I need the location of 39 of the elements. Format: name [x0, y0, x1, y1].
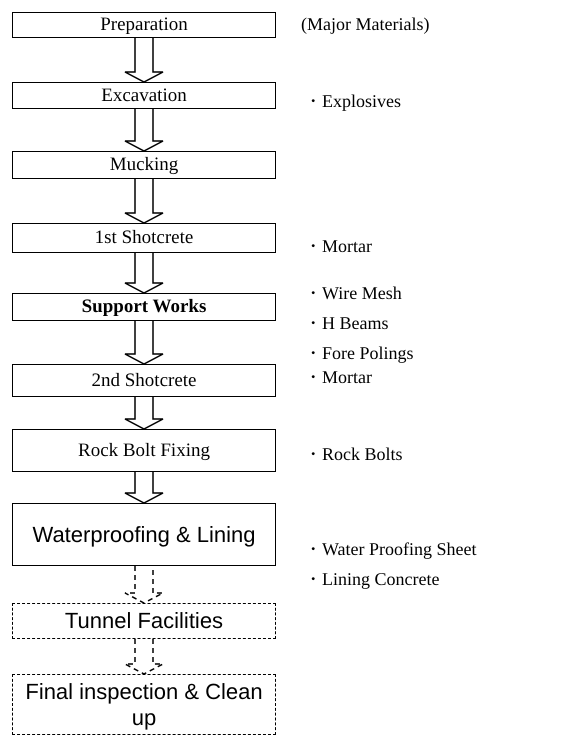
material-item: ・Fore Polings [304, 342, 414, 365]
step-label: Support Works [82, 296, 206, 318]
block-arrow [124, 565, 164, 604]
step-label: Final inspection & Clean up [24, 679, 264, 730]
block-arrow [124, 638, 164, 675]
process-box [12, 364, 276, 397]
material-item: ・Explosives [304, 90, 401, 113]
process-box [12, 603, 276, 639]
step-label: Waterproofing & Lining [32, 522, 256, 548]
step-label: Excavation [101, 84, 187, 106]
process-box [12, 503, 276, 566]
material-item: ・H Beams [304, 312, 388, 335]
material-item: ・Mortar [304, 366, 372, 389]
block-arrow [124, 471, 164, 504]
column-heading: (Major Materials) [301, 14, 430, 35]
block-arrow [124, 320, 164, 365]
process-box [12, 429, 276, 472]
block-arrow [124, 396, 164, 430]
process-box [12, 151, 276, 179]
material-item: ・Mortar [304, 235, 372, 258]
step-label: Tunnel Facilities [64, 608, 224, 634]
step-label: Preparation [100, 14, 188, 36]
material-item: ・Rock Bolts [304, 443, 403, 466]
process-box [12, 82, 276, 109]
process-box [12, 12, 276, 38]
step-label: 2nd Shotcrete [91, 370, 196, 392]
material-item: ・Water Proofing Sheet [304, 538, 477, 561]
block-arrow [124, 37, 164, 83]
process-box [12, 674, 276, 735]
process-box [12, 293, 276, 321]
process-box [12, 223, 276, 253]
block-arrow [124, 108, 164, 152]
block-arrow [124, 252, 164, 294]
material-item: ・Wire Mesh [304, 282, 402, 305]
block-arrow [124, 178, 164, 224]
material-item: ・Lining Concrete [304, 568, 440, 591]
step-label: Mucking [110, 154, 178, 176]
step-label: 1st Shotcrete [94, 227, 194, 249]
step-label: Rock Bolt Fixing [78, 440, 210, 462]
